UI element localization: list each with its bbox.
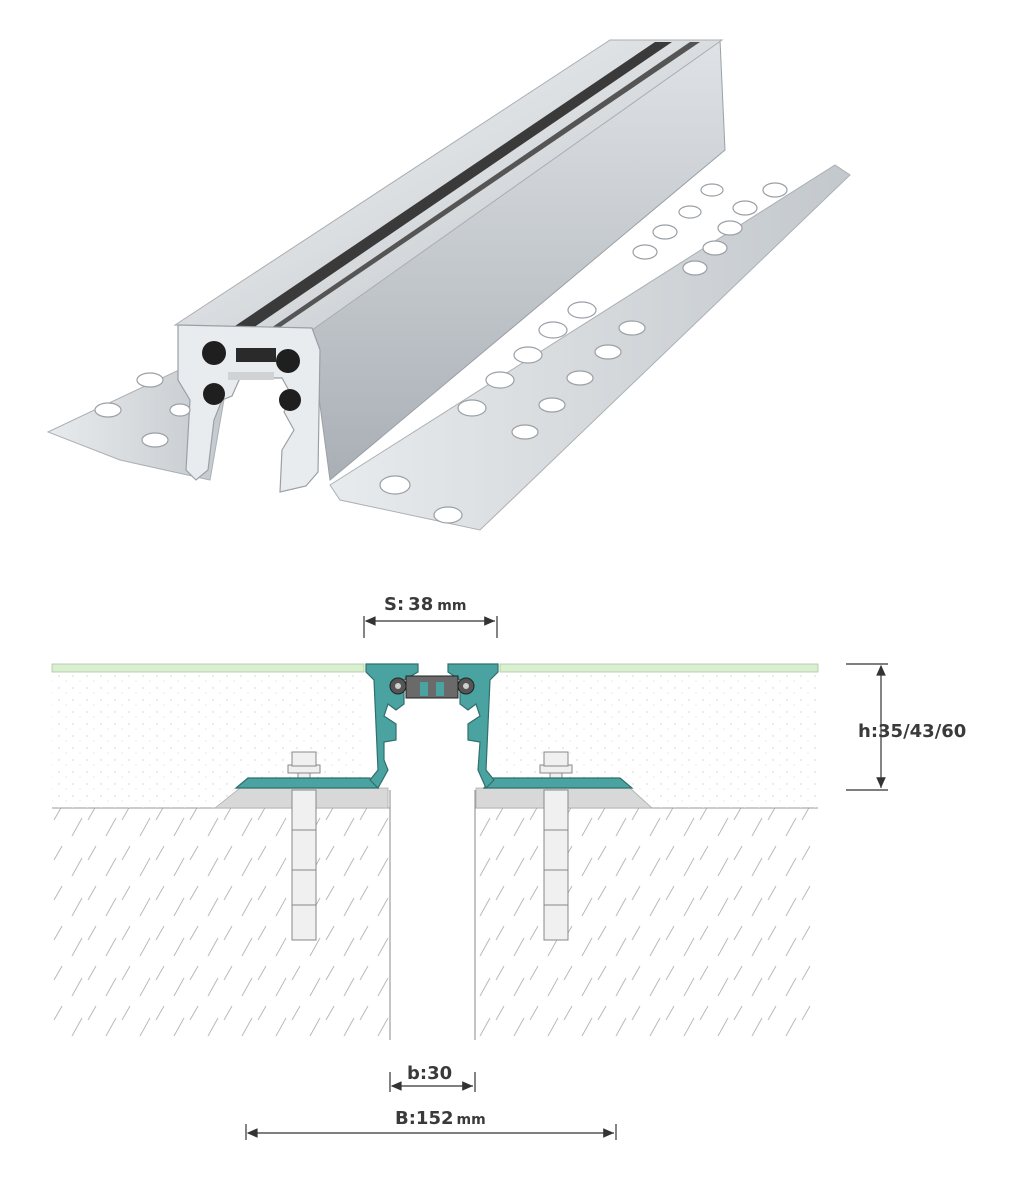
profile-section	[234, 663, 634, 790]
product-photo	[46, 39, 851, 531]
svg-text:h:35/43/60: h:35/43/60	[858, 721, 966, 742]
anchor-left	[287, 751, 321, 941]
rubber-seal-2	[268, 42, 700, 330]
finish-layer-right	[499, 663, 819, 673]
dimension-b-small: b:30	[389, 1063, 476, 1092]
anchor-right	[539, 751, 573, 941]
profile-end-face	[177, 324, 321, 493]
right-flange	[329, 164, 851, 531]
left-flange-holes	[94, 372, 191, 448]
profile-flange-right	[482, 777, 634, 789]
finish-layer-left	[51, 663, 365, 673]
concrete-right	[475, 808, 818, 1040]
dimension-h: h:35/43/60	[846, 663, 966, 791]
rubber-seal	[232, 42, 672, 330]
profile-upright-right	[447, 663, 499, 790]
flange-holes	[379, 182, 788, 524]
rubber-insert	[389, 675, 475, 699]
profile-flange-left	[234, 777, 380, 789]
svg-text:b:30: b:30	[407, 1063, 452, 1084]
concrete-left	[52, 808, 390, 1040]
